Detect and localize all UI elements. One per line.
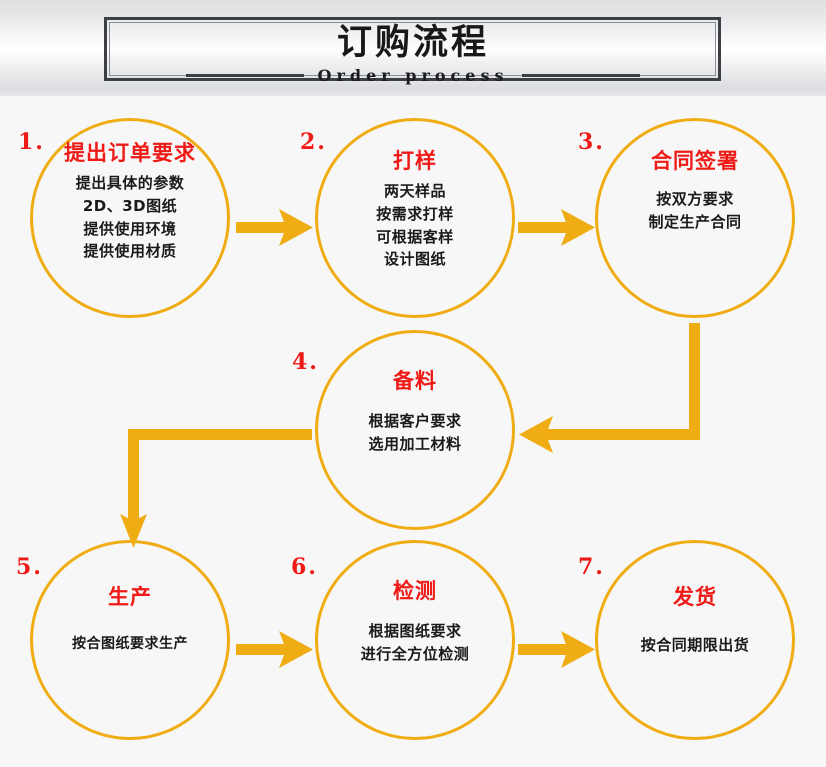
- step-number-1: 1.: [18, 129, 45, 155]
- step-body-line: 进行全方位检测: [360, 644, 470, 663]
- step-body-line: 选用加工材料: [368, 434, 462, 453]
- arrow-step5-to-step6: [236, 631, 313, 668]
- step-body-1: 提出具体的参数 2D、3D图纸 提供使用环境 提供使用材质: [76, 172, 185, 263]
- arrow-step1-to-step2: [236, 209, 313, 246]
- step-body-2: 两天样品 按需求打样 可根据客样 设计图纸: [376, 180, 454, 271]
- step-body-7: 按合同期限出货: [641, 634, 750, 657]
- step-title-5: 生产: [108, 585, 152, 609]
- step-title-3: 合同签署: [651, 149, 739, 173]
- flow-node-step-5[interactable]: 生产 按合图纸要求生产: [30, 540, 230, 740]
- step-number-3: 3.: [578, 129, 605, 155]
- flow-node-step-6[interactable]: 检测 根据图纸要求 进行全方位检测: [315, 540, 515, 740]
- arrow-step3-to-step4: [519, 323, 700, 453]
- step-body-6: 根据图纸要求 进行全方位检测: [361, 620, 470, 666]
- step-body-4: 根据客户要求 选用加工材料: [368, 410, 461, 456]
- step-body-line: 设计图纸: [383, 250, 446, 269]
- step-number-7: 7.: [578, 554, 605, 580]
- step-title-2: 打样: [393, 149, 437, 173]
- step-body-line: 2D、3D图纸: [82, 196, 178, 215]
- arrow-step6-to-step7: [518, 631, 595, 668]
- step-number-5: 5.: [16, 554, 43, 580]
- step-body-line: 按需求打样: [376, 204, 454, 223]
- step-body-line: 两天样品: [383, 182, 446, 200]
- step-body-line: 提出具体的参数: [75, 174, 185, 192]
- page-subtitle-row: Order process: [0, 66, 826, 85]
- step-body-line: 提供使用材质: [83, 242, 177, 261]
- page-title: 订购流程: [336, 23, 489, 63]
- step-body-line: 按合图纸要求生产: [72, 636, 188, 652]
- step-body-line: 制定生产合同: [648, 212, 742, 231]
- step-body-line: 根据客户要求: [368, 412, 462, 430]
- flow-node-step-2[interactable]: 打样 两天样品 按需求打样 可根据客样 设计图纸: [315, 118, 515, 318]
- page-subtitle: Order process: [317, 66, 509, 85]
- flow-connectors: [120, 209, 700, 668]
- step-number-6: 6.: [291, 554, 318, 580]
- step-body-line: 按双方要求: [656, 190, 734, 208]
- step-body-5: 按合图纸要求生产: [72, 634, 188, 655]
- subtitle-rule-right: [522, 74, 641, 77]
- step-title-7: 发货: [673, 585, 717, 609]
- flow-node-step-7[interactable]: 发货 按合同期限出货: [595, 540, 795, 740]
- step-body-line: 提供使用环境: [83, 219, 177, 238]
- step-body-3: 按双方要求 制定生产合同: [648, 188, 741, 234]
- step-body-line: 可根据客样: [376, 227, 454, 246]
- flow-node-step-4[interactable]: 备料 根据客户要求 选用加工材料: [315, 330, 515, 530]
- step-number-4: 4.: [292, 349, 319, 375]
- header-frame: [104, 17, 721, 81]
- step-body-line: 根据图纸要求: [368, 622, 462, 640]
- arrow-step2-to-step3: [518, 209, 595, 246]
- step-title-6: 检测: [393, 579, 437, 603]
- step-title-4: 备料: [393, 369, 437, 393]
- page-header: 订购流程 Order process: [0, 0, 826, 96]
- flow-node-step-3[interactable]: 合同签署 按双方要求 制定生产合同: [595, 118, 795, 318]
- arrow-step4-to-step5: [120, 429, 312, 548]
- flow-node-step-1[interactable]: 提出订单要求 提出具体的参数 2D、3D图纸 提供使用环境 提供使用材质: [30, 118, 230, 318]
- step-body-line: 按合同期限出货: [640, 636, 750, 654]
- order-process-flowchart: 1. 提出订单要求 提出具体的参数 2D、3D图纸 提供使用环境 提供使用材质 …: [0, 96, 826, 767]
- step-number-2: 2.: [300, 129, 327, 155]
- step-title-1: 提出订单要求: [64, 141, 196, 165]
- subtitle-rule-left: [185, 74, 304, 77]
